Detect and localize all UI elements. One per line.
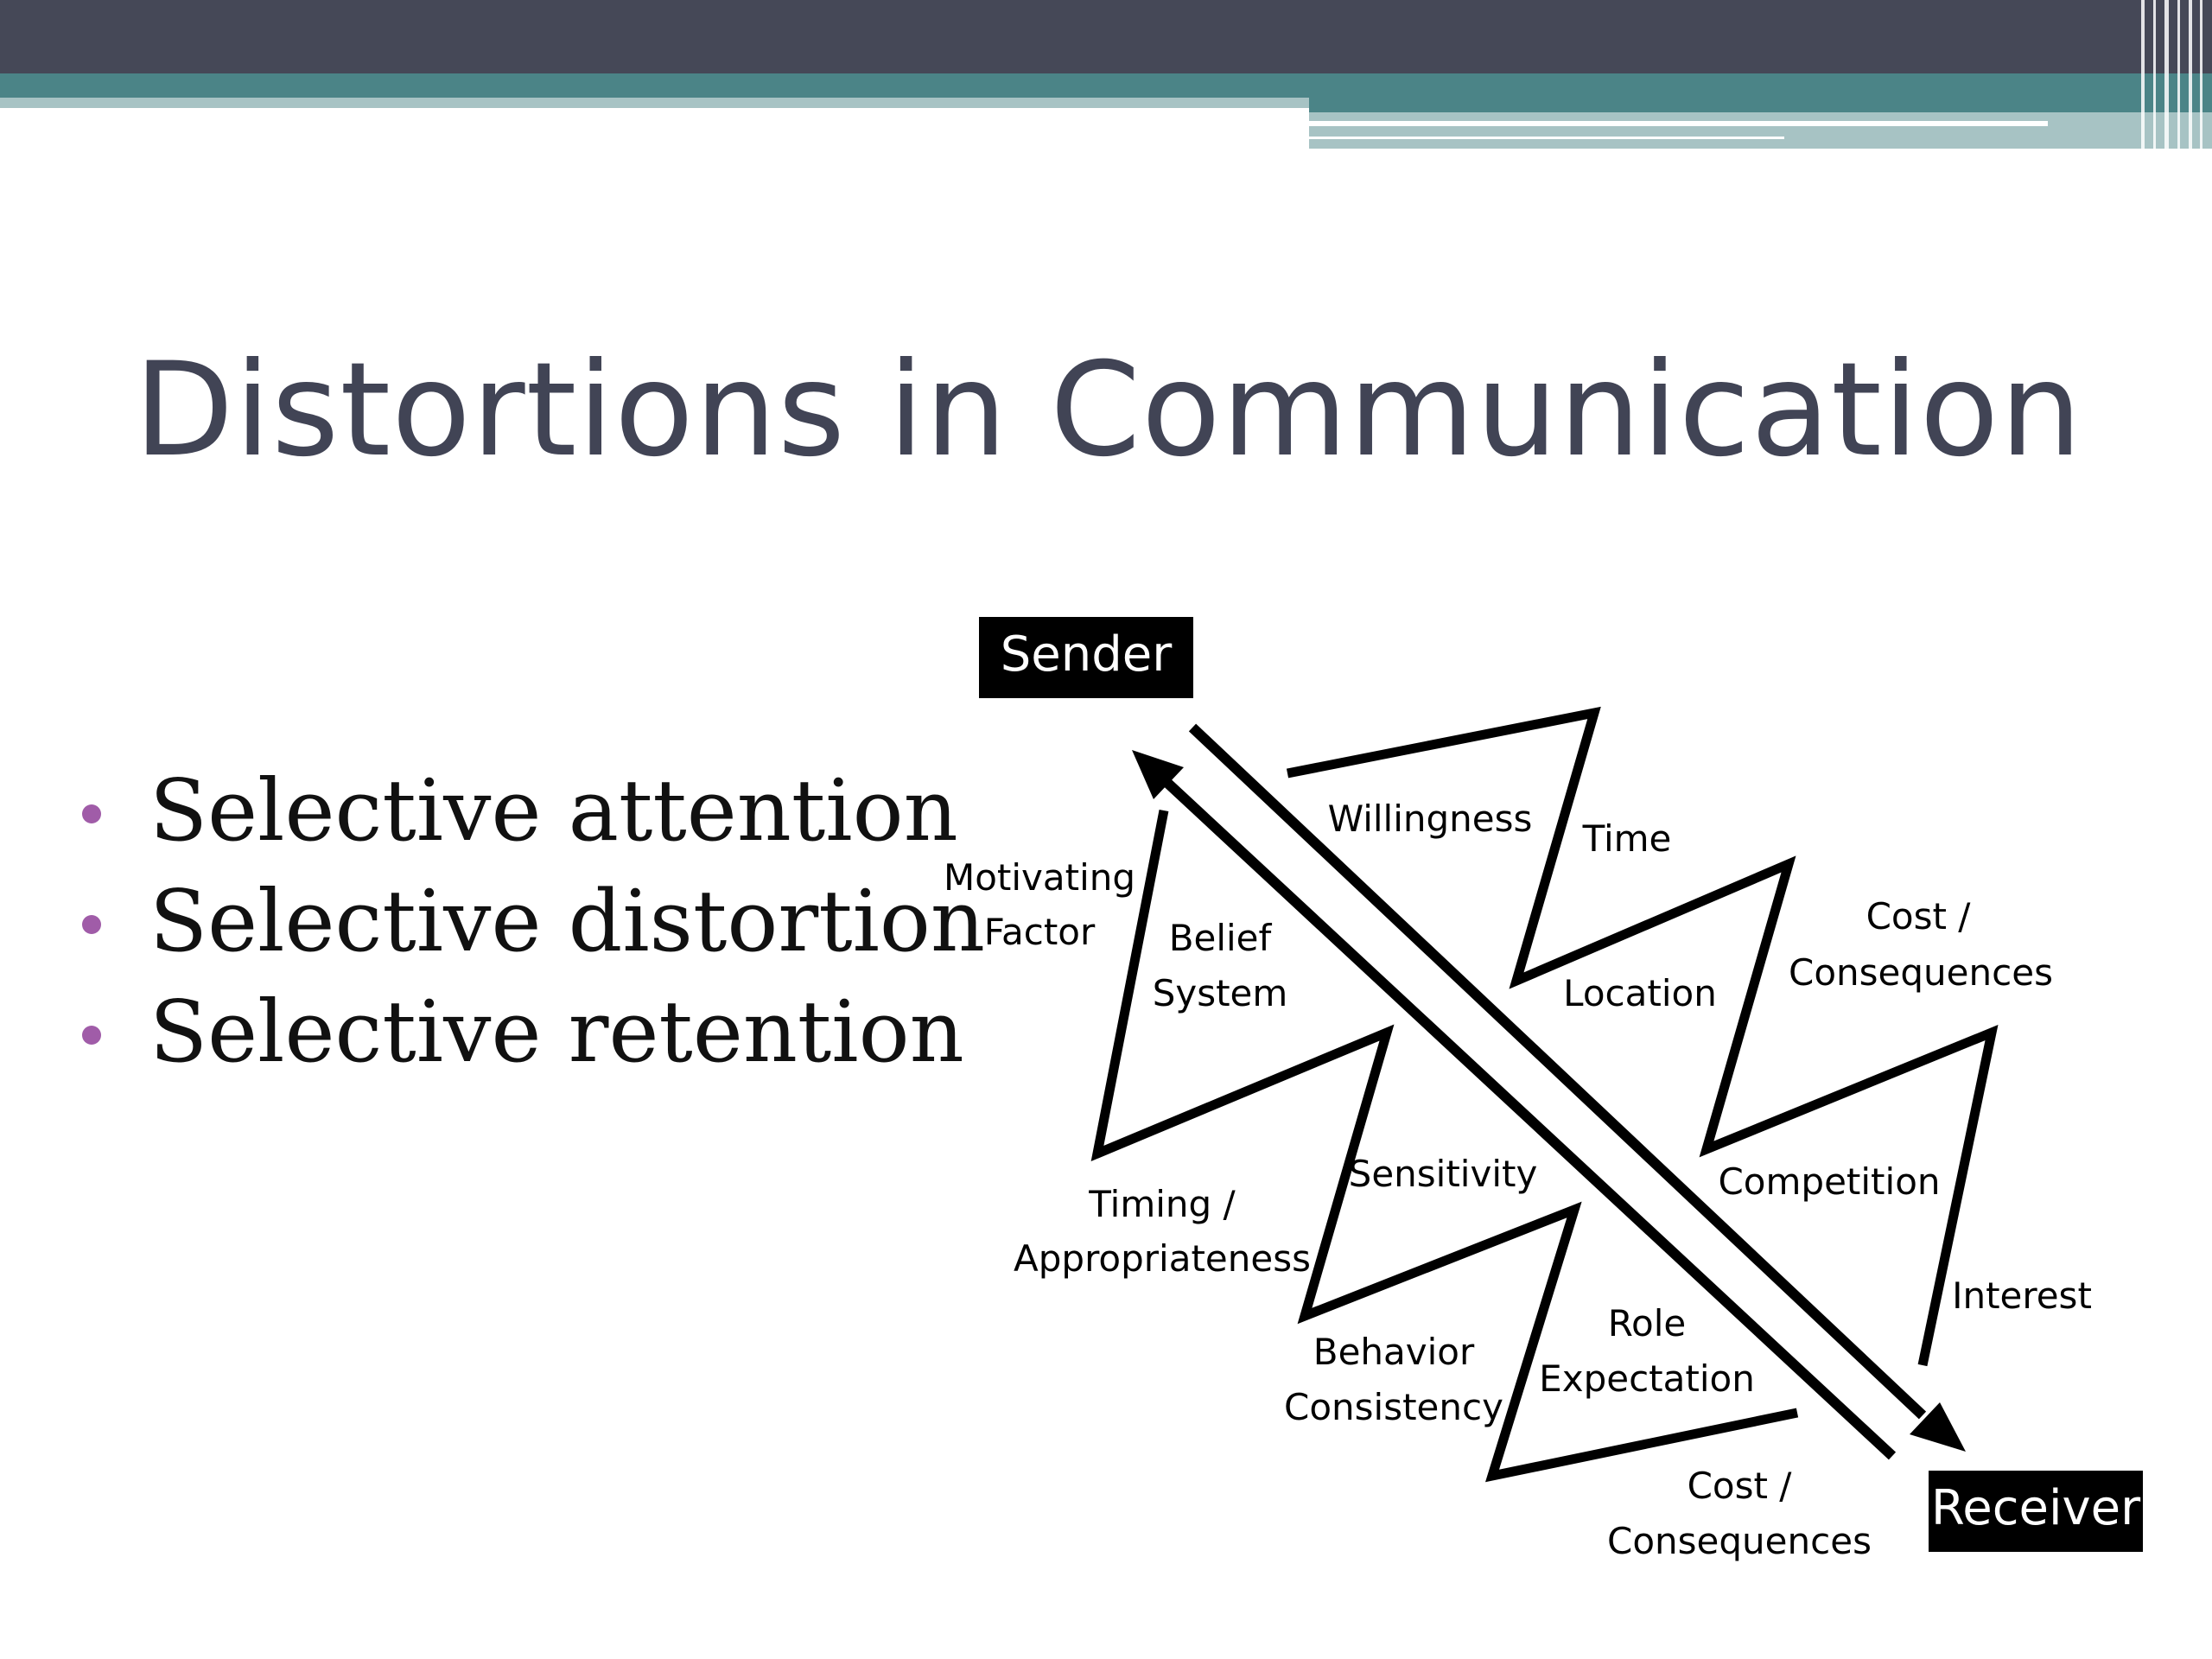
label-cost-top-line1: Cost / <box>1866 895 1972 938</box>
label-time: Time <box>1582 817 1672 860</box>
receiver-label: Receiver <box>1931 1480 2141 1536</box>
bullet-dot-icon <box>82 1026 101 1045</box>
label-belief-line1: Belief <box>1169 917 1273 959</box>
banner-white-line <box>1309 121 2048 126</box>
communication-diagram: Sender Receiver Motivating Factor Willin… <box>933 596 2177 1590</box>
upper-zigzag-barrier <box>1286 706 1999 1367</box>
label-motivating-line2: Factor <box>984 911 1096 953</box>
bullet-text: Selective retention <box>149 983 964 1082</box>
label-motivating-line1: Motivating <box>944 856 1135 899</box>
arrowhead-down-icon <box>1910 1402 1966 1452</box>
bullet-text: Selective distortion <box>149 873 986 971</box>
label-timing-line2: Appropriateness <box>1014 1237 1311 1280</box>
bullet-dot-icon <box>82 804 101 823</box>
header-banner <box>0 0 2212 151</box>
label-timing-line1: Timing / <box>1088 1183 1236 1225</box>
label-sensitivity: Sensitivity <box>1349 1153 1538 1195</box>
banner-light-strip-right <box>1309 112 2212 149</box>
label-behavior-line2: Consistency <box>1284 1386 1503 1428</box>
banner-teal-light-band <box>0 98 1309 108</box>
label-location: Location <box>1563 972 1717 1014</box>
label-role-line2: Expectation <box>1539 1357 1755 1400</box>
banner-teal-band-right <box>1309 73 2212 112</box>
slide-title: Distortions in Communication <box>134 335 2083 486</box>
banner-dark-band <box>0 0 2212 73</box>
label-behavior-line1: Behavior <box>1313 1331 1475 1373</box>
banner-edge-stripes <box>2141 0 2202 151</box>
label-role-line1: Role <box>1608 1302 1687 1344</box>
banner-white-line-2 <box>1309 137 1784 139</box>
label-interest: Interest <box>1952 1274 2092 1317</box>
bullet-dot-icon <box>82 915 101 934</box>
label-cost-bottom-line2: Consequences <box>1607 1520 1872 1562</box>
label-cost-top-line2: Consequences <box>1789 951 2053 994</box>
label-cost-bottom-line1: Cost / <box>1688 1465 1793 1507</box>
sender-box: Sender <box>979 617 1193 698</box>
message-arrow <box>1188 723 1966 1452</box>
lower-zigzag-barrier <box>1090 809 1799 1483</box>
receiver-box: Receiver <box>1929 1471 2143 1552</box>
bullet-text: Selective attention <box>149 762 958 861</box>
label-willingness: Willingness <box>1328 798 1533 840</box>
feedback-arrow <box>1132 750 1897 1460</box>
banner-teal-band <box>0 73 1309 98</box>
arrowhead-up-icon <box>1132 750 1184 799</box>
sender-label: Sender <box>1001 626 1173 683</box>
label-belief-line2: System <box>1153 972 1288 1014</box>
label-competition: Competition <box>1718 1160 1940 1203</box>
